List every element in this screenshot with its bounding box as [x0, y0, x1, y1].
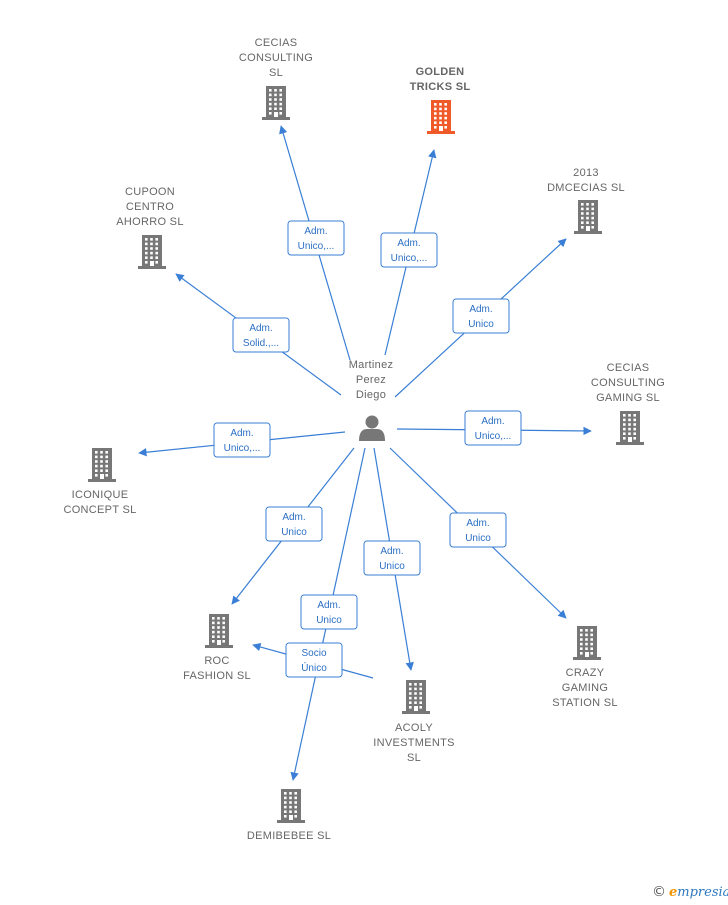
company-name-line: AHORRO SL	[116, 216, 184, 228]
company-name-line: Diego	[356, 389, 386, 401]
building-icon-demibebee[interactable]	[277, 789, 305, 823]
company-name-line: STATION SL	[552, 697, 618, 709]
empresia-logo[interactable]: ©empresia	[652, 884, 728, 900]
role-badge-golden-tricks[interactable]: Adm. Unico,...	[380, 232, 438, 268]
company-name-line: ICONIQUE	[72, 489, 129, 501]
role-label-line: Unico,...	[224, 443, 261, 454]
role-label-line: Adm.	[481, 416, 504, 427]
person-icon[interactable]	[359, 415, 385, 442]
building-icon-crazy-gaming[interactable]	[573, 626, 601, 660]
company-name-line: 2013	[573, 167, 599, 179]
role-badge-cupoon[interactable]: Adm. Solid.,...	[232, 317, 290, 353]
company-name-line: Martinez	[349, 359, 394, 371]
role-label-line: Adm.	[317, 600, 340, 611]
role-badge-iconique[interactable]: Adm. Unico,...	[213, 422, 271, 458]
company-name-line: ACOLY	[395, 722, 433, 734]
building-icon-golden-tricks[interactable]	[427, 100, 455, 134]
company-name-line: GAMING	[562, 682, 608, 694]
company-name-line: CECIAS	[607, 362, 650, 374]
company-name-line: GAMING SL	[596, 392, 660, 404]
role-badge-demibebee[interactable]: Adm. Unico	[300, 594, 358, 630]
company-label-demibebee[interactable]: DEMIBEBEE SL	[247, 830, 331, 842]
role-label-line: Adm.	[230, 428, 253, 439]
role-label-line: Único	[301, 661, 327, 674]
building-icon-roc-fashion[interactable]	[205, 614, 233, 648]
role-label-line: Adm.	[249, 323, 272, 334]
company-label-cecias-consulting[interactable]: CECIAS CONSULTING SL	[239, 37, 313, 79]
company-label-acoly[interactable]: ACOLY INVESTMENTS SL	[373, 722, 455, 764]
company-name-line: CONSULTING	[239, 52, 313, 64]
company-label-roc-fashion[interactable]: ROC FASHION SL	[183, 655, 251, 682]
role-label-line: Adm.	[469, 304, 492, 315]
company-name-line: CUPOON	[125, 186, 175, 198]
building-icon-cupoon[interactable]	[138, 235, 166, 269]
role-label-line: Unico	[316, 615, 342, 626]
company-name-line: DMCECIAS SL	[547, 182, 625, 194]
building-icon-cecias-consulting[interactable]	[262, 86, 290, 120]
role-label-line: Unico	[379, 561, 405, 572]
building-icon-dmcecias[interactable]	[574, 200, 602, 234]
role-label-line: Socio	[301, 648, 326, 659]
role-label-line: Unico	[465, 533, 491, 544]
company-name-line: CRAZY	[566, 667, 605, 679]
company-label-cecias-gaming[interactable]: CECIAS CONSULTING GAMING SL	[591, 362, 665, 404]
company-name-line: Perez	[356, 374, 386, 386]
role-badge-acoly[interactable]: Adm. Unico	[363, 540, 421, 576]
company-name-line: FASHION SL	[183, 670, 251, 682]
role-label-line: Unico,...	[298, 241, 335, 252]
role-label-line: Adm.	[466, 518, 489, 529]
company-name-line: CECIAS	[255, 37, 298, 49]
copyright-icon: ©	[652, 884, 666, 900]
company-name-line: SL	[407, 752, 421, 764]
building-icon-acoly[interactable]	[402, 680, 430, 714]
role-badge-cecias-gaming[interactable]: Adm. Unico,...	[464, 410, 522, 446]
building-icon-cecias-gaming[interactable]	[616, 411, 644, 445]
company-name-line: CONSULTING	[591, 377, 665, 389]
role-label-line: Unico	[281, 527, 307, 538]
company-name-line: GOLDEN	[416, 66, 465, 78]
company-name-line: INVESTMENTS	[373, 737, 455, 749]
company-name-line: CONCEPT SL	[63, 504, 136, 516]
company-label-cupoon[interactable]: CUPOON CENTRO AHORRO SL	[116, 186, 184, 228]
role-label-line: Adm.	[304, 226, 327, 237]
role-badge-roc-fashion[interactable]: Adm. Unico	[265, 506, 323, 542]
role-badge-dmcecias[interactable]: Adm. Unico	[452, 298, 510, 334]
role-label-line: Solid.,...	[243, 338, 279, 349]
role-label-line: Unico	[468, 319, 494, 330]
role-label-line: Adm.	[282, 512, 305, 523]
role-badge-cecias-consulting[interactable]: Adm. Unico,...	[287, 220, 345, 256]
role-label-line: Adm.	[397, 238, 420, 249]
company-name-line: DEMIBEBEE SL	[247, 830, 331, 842]
building-icon-iconique[interactable]	[88, 448, 116, 482]
company-label-iconique[interactable]: ICONIQUE CONCEPT SL	[63, 489, 136, 516]
role-label-line: Unico,...	[475, 431, 512, 442]
company-name-line: ROC	[204, 655, 229, 667]
company-name-line: CENTRO	[126, 201, 174, 213]
role-label-line: Unico,...	[391, 253, 428, 264]
role-badge-crazy-gaming[interactable]: Adm. Unico	[449, 512, 507, 548]
company-name-line: SL	[269, 67, 283, 79]
company-label-crazy-gaming[interactable]: CRAZY GAMING STATION SL	[552, 667, 618, 709]
role-label-line: Adm.	[380, 546, 403, 557]
company-label-golden-tricks[interactable]: GOLDEN TRICKS SL	[410, 66, 471, 93]
company-name-line: TRICKS SL	[410, 81, 471, 93]
